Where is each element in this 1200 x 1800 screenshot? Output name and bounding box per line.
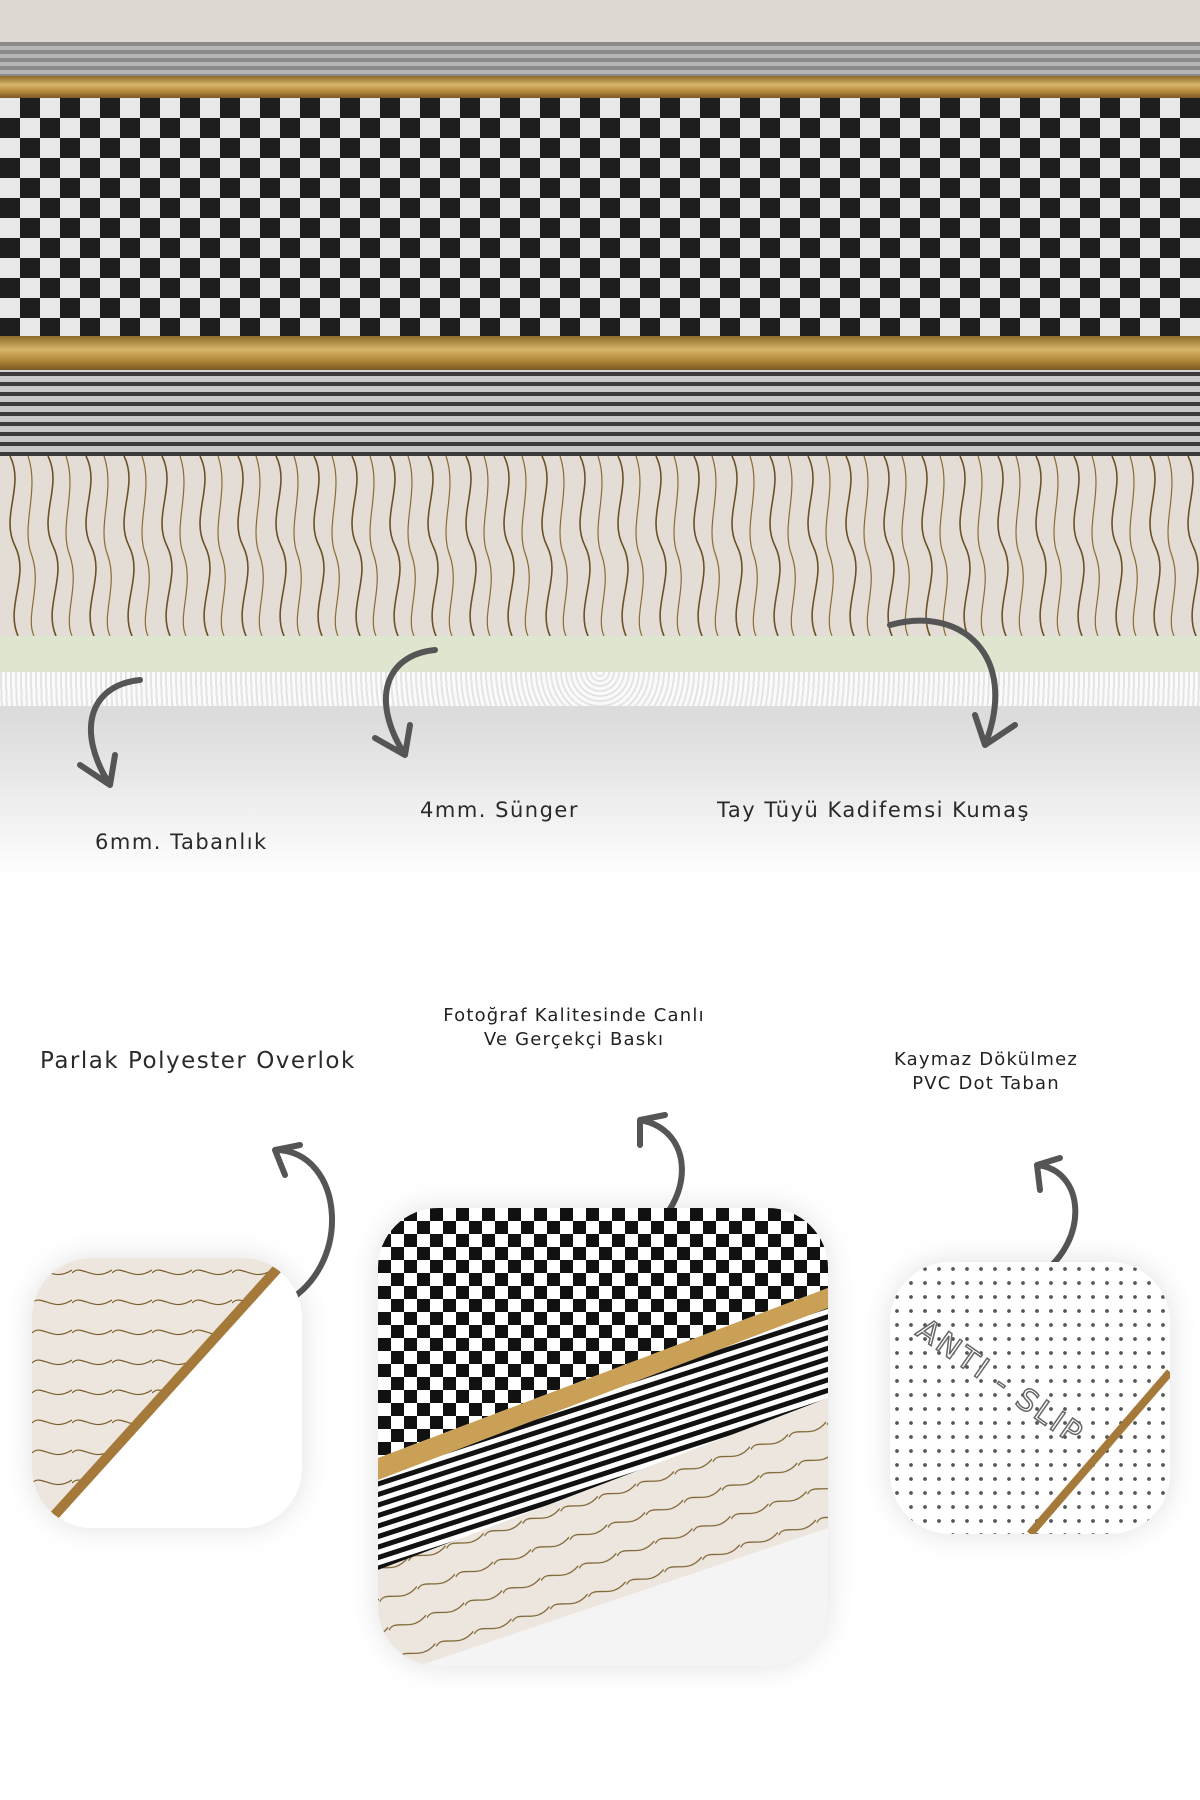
curved-arrow-icon [77,677,143,788]
base-layer [0,672,1200,706]
rug-grey-band [0,42,1200,76]
overlock-detail-image [32,1258,302,1528]
rug-line-stripes [0,372,1200,456]
overlock-label: Parlak Polyester Overlok [40,1048,356,1074]
rug-layers-closeup [0,0,1200,880]
foam-layer-label: 4mm. Sünger [420,798,579,822]
print-quality-line2: Ve Gerçekçi Baskı [483,1029,665,1050]
base-layer-label: 6mm. Tabanlık [95,830,268,854]
overlock-edge [32,1258,291,1522]
print-quality-line1: Fotoğraf Kalitesinde Canlı [443,1005,705,1026]
curved-arrow-icon [887,617,1018,748]
curved-arrow-icon [372,647,438,758]
curved-arrow-icon [1034,1155,1079,1278]
rug-houndstooth-pattern [0,98,1200,336]
rug-border [0,0,1200,42]
print-pattern [378,1208,828,1666]
backing-line1: Kaymaz Dökülmez [893,1049,1079,1070]
backing-line2: PVC Dot Taban [912,1073,1060,1094]
anti-slip-backing-image: ANTI - SLIP [890,1262,1170,1534]
overlock-edge [1026,1369,1170,1534]
rug-gold-stripe [0,76,1200,98]
rug-wavy-pattern [0,456,1200,636]
curved-arrow-icon [272,1142,336,1308]
print-quality-label: Fotoğraf Kalitesinde Canlı Ve Gerçekçi B… [394,1004,754,1052]
rug-gold-stripe [0,336,1200,370]
foam-layer [0,636,1200,672]
print-detail-image [378,1208,828,1666]
fabric-layer-label: Tay Tüyü Kadifemsi Kumaş [717,798,1030,822]
backing-label: Kaymaz Dökülmez PVC Dot Taban [836,1048,1136,1096]
pvc-dot-pattern [890,1262,1170,1534]
